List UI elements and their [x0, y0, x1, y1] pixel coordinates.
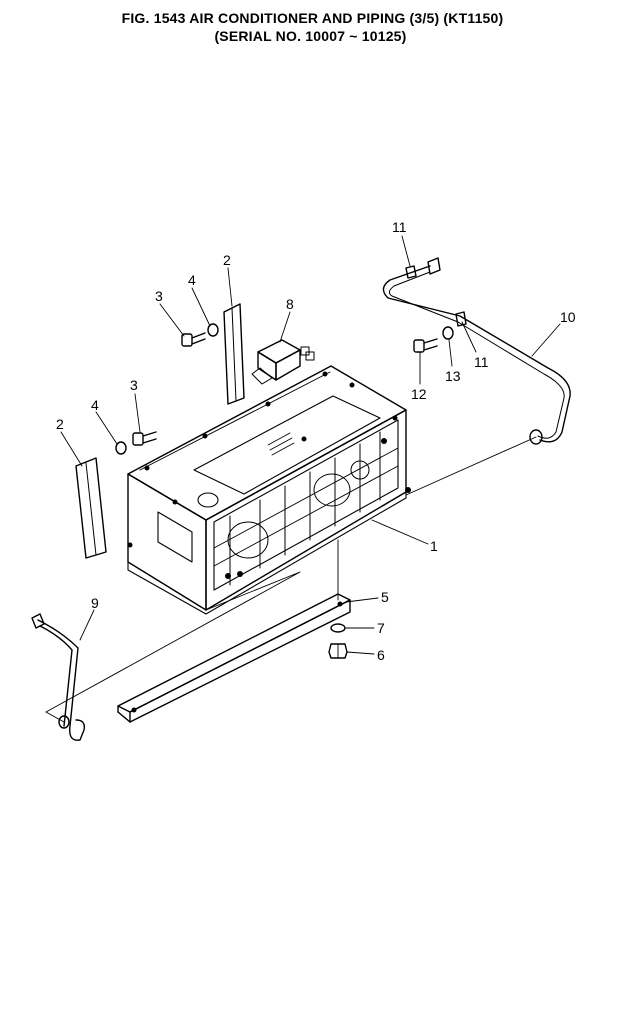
washer-right	[442, 326, 454, 340]
pipe-right	[382, 257, 571, 445]
callout-4-upper: 4	[188, 272, 196, 288]
leader-pipe	[405, 436, 537, 496]
callout-7: 7	[377, 620, 385, 636]
callout-9: 9	[91, 595, 99, 611]
relay-connector	[251, 339, 315, 385]
washer-bottom	[330, 623, 346, 633]
callout-11-top: 11	[392, 219, 407, 235]
callout-2-left: 2	[56, 416, 64, 432]
callout-3-upper: 3	[155, 288, 163, 304]
bracket-upper	[223, 303, 245, 405]
bracket-left	[75, 457, 107, 559]
callout-3-lower: 3	[130, 377, 138, 393]
pipe-left	[31, 613, 86, 741]
bolt-lower	[132, 431, 157, 446]
callout-4-lower: 4	[91, 397, 99, 413]
figure-title: FIG. 1543 AIR CONDITIONER AND PIPING (3/…	[121, 10, 504, 26]
callout-11-right: 11	[474, 354, 489, 370]
bolt-right	[413, 338, 438, 353]
callout-1: 1	[430, 538, 438, 554]
callout-12: 12	[411, 386, 427, 402]
callout-2-upper: 2	[223, 252, 231, 268]
bottom-bracket	[117, 593, 351, 723]
washer-upper	[207, 323, 219, 337]
callout-6: 6	[377, 647, 385, 663]
figure-subtitle: (SERIAL NO. 10007 ~ 10125)	[214, 28, 407, 44]
air-conditioner-unit	[127, 365, 411, 615]
callout-13: 13	[445, 368, 461, 384]
callout-8: 8	[286, 296, 294, 312]
callout-10: 10	[560, 309, 576, 325]
bolt-upper	[181, 332, 206, 347]
nut-bottom	[328, 643, 348, 659]
callout-5: 5	[381, 589, 389, 605]
washer-lower	[115, 441, 127, 455]
